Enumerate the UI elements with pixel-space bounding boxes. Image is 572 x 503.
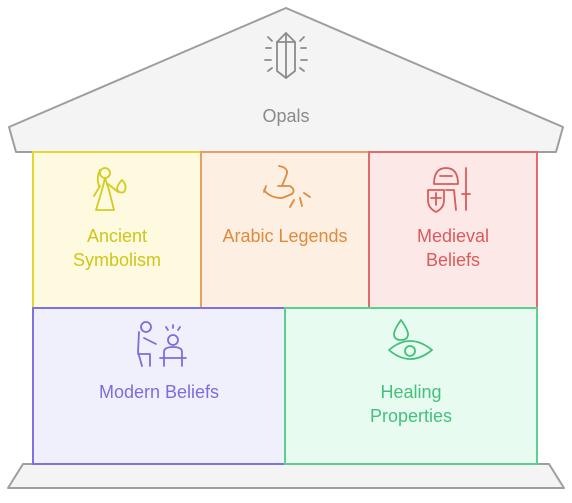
ancient-symbolism-label: Ancient Symbolism: [40, 224, 194, 272]
modern-beliefs-block: [32, 307, 286, 465]
healer-patient-icon: [137, 321, 187, 367]
crystal-icon: [264, 32, 308, 79]
arabic-legends-label-line1: Arabic Legends: [222, 226, 348, 246]
modern-beliefs-label: Modern Beliefs: [40, 380, 278, 404]
goddess-fire-icon: [93, 167, 127, 211]
medieval-beliefs-label: Medieval Beliefs: [376, 224, 530, 272]
diagram-title: Opals: [262, 106, 310, 126]
ancient-symbolism-label-line2: Symbolism: [72, 250, 161, 270]
medieval-beliefs-label-line1: Medieval: [416, 226, 490, 246]
medieval-beliefs-label-line2: Beliefs: [425, 250, 481, 270]
modern-beliefs-label-line1: Modern Beliefs: [98, 382, 220, 402]
ancient-symbolism-block: [32, 151, 202, 309]
healing-properties-label-line2: Properties: [369, 406, 453, 426]
ancient-symbolism-label-line1: Ancient: [86, 226, 148, 246]
base: [7, 463, 565, 489]
arabic-legends-label: Arabic Legends: [204, 224, 366, 248]
healing-properties-block: [284, 307, 538, 465]
roof: [8, 7, 564, 153]
healing-properties-label: Healing Properties: [292, 380, 530, 428]
eye-drop-icon: [388, 319, 433, 360]
healing-properties-label-line1: Healing: [380, 382, 442, 402]
knight-shield-sword-icon: [427, 167, 471, 213]
falling-hand-icon: [263, 165, 311, 208]
